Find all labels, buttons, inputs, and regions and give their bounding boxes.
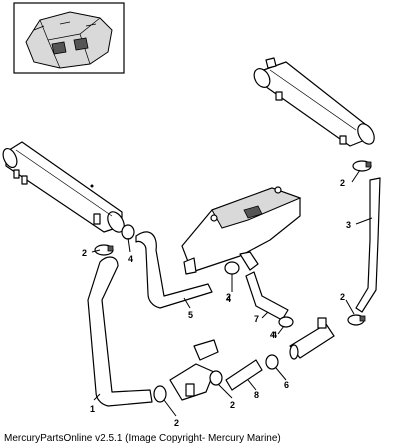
image-caption: MercuryPartsOnline v2.5.1 (Image Copyrig… — [4, 433, 281, 444]
callout-2: 2 — [340, 178, 345, 188]
right-exhaust-manifold — [253, 57, 375, 147]
fitting-assembly — [169, 339, 219, 401]
callout-2: 2 — [230, 400, 235, 410]
leader-lines — [91, 169, 373, 417]
center-manifold — [181, 186, 302, 275]
clamp-4-center — [224, 261, 240, 275]
callout-2: 2 — [226, 292, 231, 302]
callout-8: 8 — [254, 390, 259, 400]
callout-4: 4 — [128, 254, 133, 264]
clamp-2-bottom-left — [153, 385, 167, 403]
callout-1: 1 — [90, 404, 95, 414]
clamp-2-bottom — [209, 370, 223, 386]
clamp-6 — [265, 354, 279, 370]
callout-6: 6 — [284, 380, 289, 390]
hose-8 — [225, 359, 263, 391]
callout-3: 3 — [346, 220, 351, 230]
callout-5: 5 — [188, 310, 193, 320]
clamp-2-left — [94, 244, 114, 256]
tee-fitting — [289, 317, 335, 360]
clamp-2-right — [347, 314, 366, 326]
clamp-2-top — [352, 160, 372, 172]
hose-7 — [245, 271, 289, 321]
hose-1 — [87, 256, 153, 407]
hose-5 — [135, 231, 213, 309]
callout-4: 4 — [226, 294, 231, 304]
left-exhaust-manifold — [2, 141, 125, 233]
callout-7: 7 — [254, 314, 259, 324]
callout-4: 4 — [270, 330, 275, 340]
callout-labels: 1 2 2 2 2 2 2 3 4 4 4 4 5 6 7 8 — [82, 178, 351, 428]
clamp-4-left — [121, 224, 135, 240]
hose-3 — [355, 177, 381, 313]
callout-2: 2 — [82, 248, 87, 258]
callout-2: 2 — [340, 292, 345, 302]
engine-thumbnail — [13, 2, 125, 74]
callout-2: 2 — [174, 418, 179, 428]
callout-4: 4 — [272, 330, 277, 340]
clamp-4-right — [278, 316, 294, 328]
